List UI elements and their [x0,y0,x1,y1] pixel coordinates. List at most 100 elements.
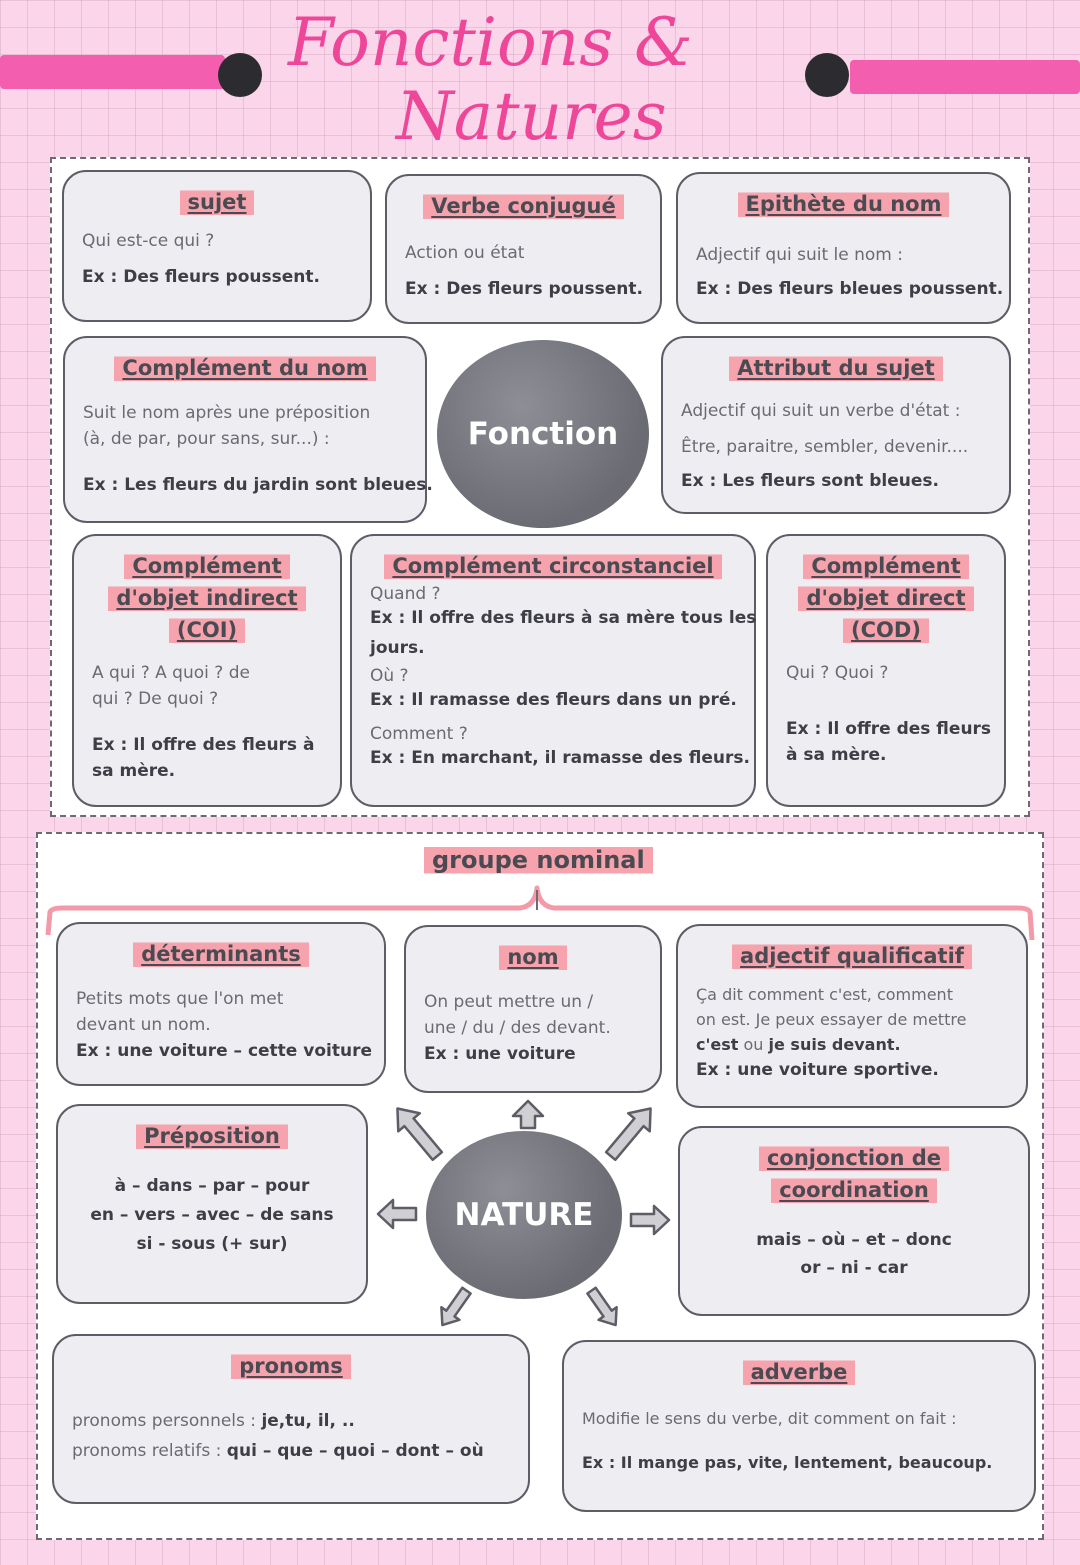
card-nom: nom On peut mettre un / une / du / des d… [404,925,662,1093]
card-title-line1: Complément [124,550,290,582]
arrow-down-right-icon [586,1286,618,1327]
cc-example-quand: Ex : Il offre des fleurs à sa mère tous … [370,606,756,630]
card-verbe-conjugue: Verbe conjugué Action ou état Ex : Des f… [385,174,662,324]
card-coi: Complément d'objet indirect (COI) A qui … [72,534,342,807]
example-text: une voiture – cette voiture [117,1041,372,1061]
card-title: déterminants [133,938,309,970]
card-title-line1: conjonction de [758,1142,950,1174]
card-pronoms: pronoms pronoms personnels : je,tu, il, … [52,1334,530,1504]
header-band-left [0,55,225,89]
card-title-line2: coordination [771,1174,937,1206]
card-title: adjectif qualificatif [732,940,972,972]
desc-connector: ou [738,1035,769,1054]
card-title: nom [499,941,567,973]
pronoms-personnels: pronoms personnels : je,tu, il, .. [72,1406,510,1436]
card-title: pronoms [231,1350,351,1382]
example-label: Ex : [696,279,732,299]
card-example: Ex : une voiture sportive. [696,1057,1008,1083]
card-desc-line2: devant un nom. [76,1015,211,1035]
conjonction-line2: or – ni - car [800,1258,908,1278]
card-example: Ex : Des fleurs poussent. [405,276,643,302]
example-text: Des fleurs poussent. [123,267,320,287]
card-example: Ex : une voiture – cette voiture [76,1038,372,1064]
desc-bold-jesuis: je suis devant. [768,1035,901,1054]
example-label: Ex : [405,279,441,299]
card-example-line2: à sa mère. [786,745,887,765]
card-title-line3: (COI) [168,614,246,646]
card-desc-line3: c'est ou je suis devant. [696,1032,1008,1057]
card-adjectif-qualificatif: adjectif qualificatif Ça dit comment c'e… [676,924,1028,1108]
card-desc: Qui est-ce qui ? [82,231,215,251]
card-desc-line2: on est. Je peux essayer de mettre [696,1010,967,1029]
cc-question-comment: Comment ? [370,724,468,744]
card-example: Ex : Il mange pas, vite, lentement, beau… [582,1450,1016,1476]
card-attribut-du-sujet: Attribut du sujet Adjectif qui suit un v… [661,336,1011,514]
example-label: Ex : [82,267,118,287]
card-epithete: Epithète du nom Adjectif qui suit le nom… [676,172,1011,324]
card-example-line1: Ex : Il offre des fleurs à [92,732,322,758]
example-text: Des fleurs poussent. [446,279,643,299]
card-title: adverbe [742,1356,856,1388]
arrow-left-icon [376,1198,418,1230]
card-conjonction-coordination: conjonction de coordination mais – où – … [678,1126,1030,1316]
example-label: Ex : [370,748,406,768]
page-title-line2: Natures [396,78,667,155]
arrow-down-left-icon [440,1286,472,1327]
card-desc: Adjectif qui suit le nom : [696,245,903,265]
fonction-circle: Fonction [437,340,649,528]
card-title-line2: d'objet direct [798,582,974,614]
card-desc: Qui ? Quoi ? [786,663,889,683]
pronoms-personnels-list: je,tu, il, .. [261,1411,355,1431]
example-text: Il offre des fleurs à sa mère tous les [411,608,757,628]
example-label: Ex : [370,608,406,628]
example-text: Il ramasse des fleurs dans un pré. [411,690,737,710]
preposition-line3: si - sous (+ sur) [136,1234,288,1254]
card-title: Complément du nom [114,352,376,384]
card-example: Ex : Les fleurs du jardin sont bleues. [83,472,433,498]
card-desc-line2: Être, paraitre, sembler, devenir.... [681,437,969,457]
card-complement-circonstanciel: Complément circonstanciel Quand ? Ex : I… [350,534,756,807]
card-title-line1: Complément [803,550,969,582]
nature-circle: NATURE [426,1131,622,1299]
card-title: Préposition [136,1120,288,1152]
arrow-up-right-icon [604,1107,652,1162]
example-text: Des fleurs bleues poussent. [737,279,1004,299]
arrow-up-icon [511,1099,545,1130]
card-desc-line1: Petits mots que l'on met [76,989,284,1009]
groupe-nominal-title: groupe nominal [424,843,653,877]
example-text: Les fleurs sont bleues. [722,471,939,491]
cc-example-ou: Ex : Il ramasse des fleurs dans un pré. [370,688,737,712]
card-title: sujet [179,186,255,218]
card-preposition: Préposition à – dans – par – pour en – v… [56,1104,368,1304]
example-label: Ex : [424,1044,460,1064]
conjonction-line1: mais – où – et – donc [756,1230,952,1250]
example-text: Il offre des fleurs [827,719,992,739]
card-title-line3: (COD) [843,614,929,646]
binder-hole-right [805,53,849,97]
pronoms-relatifs: pronoms relatifs : qui – que – quoi – do… [72,1436,510,1466]
card-desc-line1: On peut mettre un / [424,992,594,1012]
desc-bold-cest: c'est [696,1035,739,1054]
card-desc-line1: Suit le nom après une préposition [83,403,371,423]
preposition-line2: en – vers – avec – de sans [90,1205,334,1225]
pronoms-relatifs-label: pronoms relatifs : [72,1441,227,1461]
card-desc-line1: A qui ? A quoi ? de [92,663,250,683]
example-text: En marchant, il ramasse des fleurs. [411,748,750,768]
header-band-right [850,60,1080,94]
card-desc-line1: Ça dit comment c'est, comment [696,985,953,1004]
pronoms-personnels-label: pronoms personnels : [72,1411,262,1431]
binder-hole-left [218,53,262,97]
card-desc: Action ou état [405,243,525,263]
card-title: Verbe conjugué [423,190,624,222]
cc-question-ou: Où ? [370,666,409,686]
example-label: Ex : [681,471,717,491]
example-text: Il offre des fleurs à [133,735,315,755]
page-title-line1: Fonctions & [288,4,693,81]
example-text: une voiture [465,1044,576,1064]
card-example-line1: Ex : Il offre des fleurs [786,716,991,742]
card-title: Epithète du nom [737,188,950,220]
card-complement-du-nom: Complément du nom Suit le nom après une … [63,336,433,523]
card-desc: Modifie le sens du verbe, dit comment on… [582,1409,957,1428]
example-label: Ex : [370,690,406,710]
card-title: Attribut du sujet [729,352,943,384]
